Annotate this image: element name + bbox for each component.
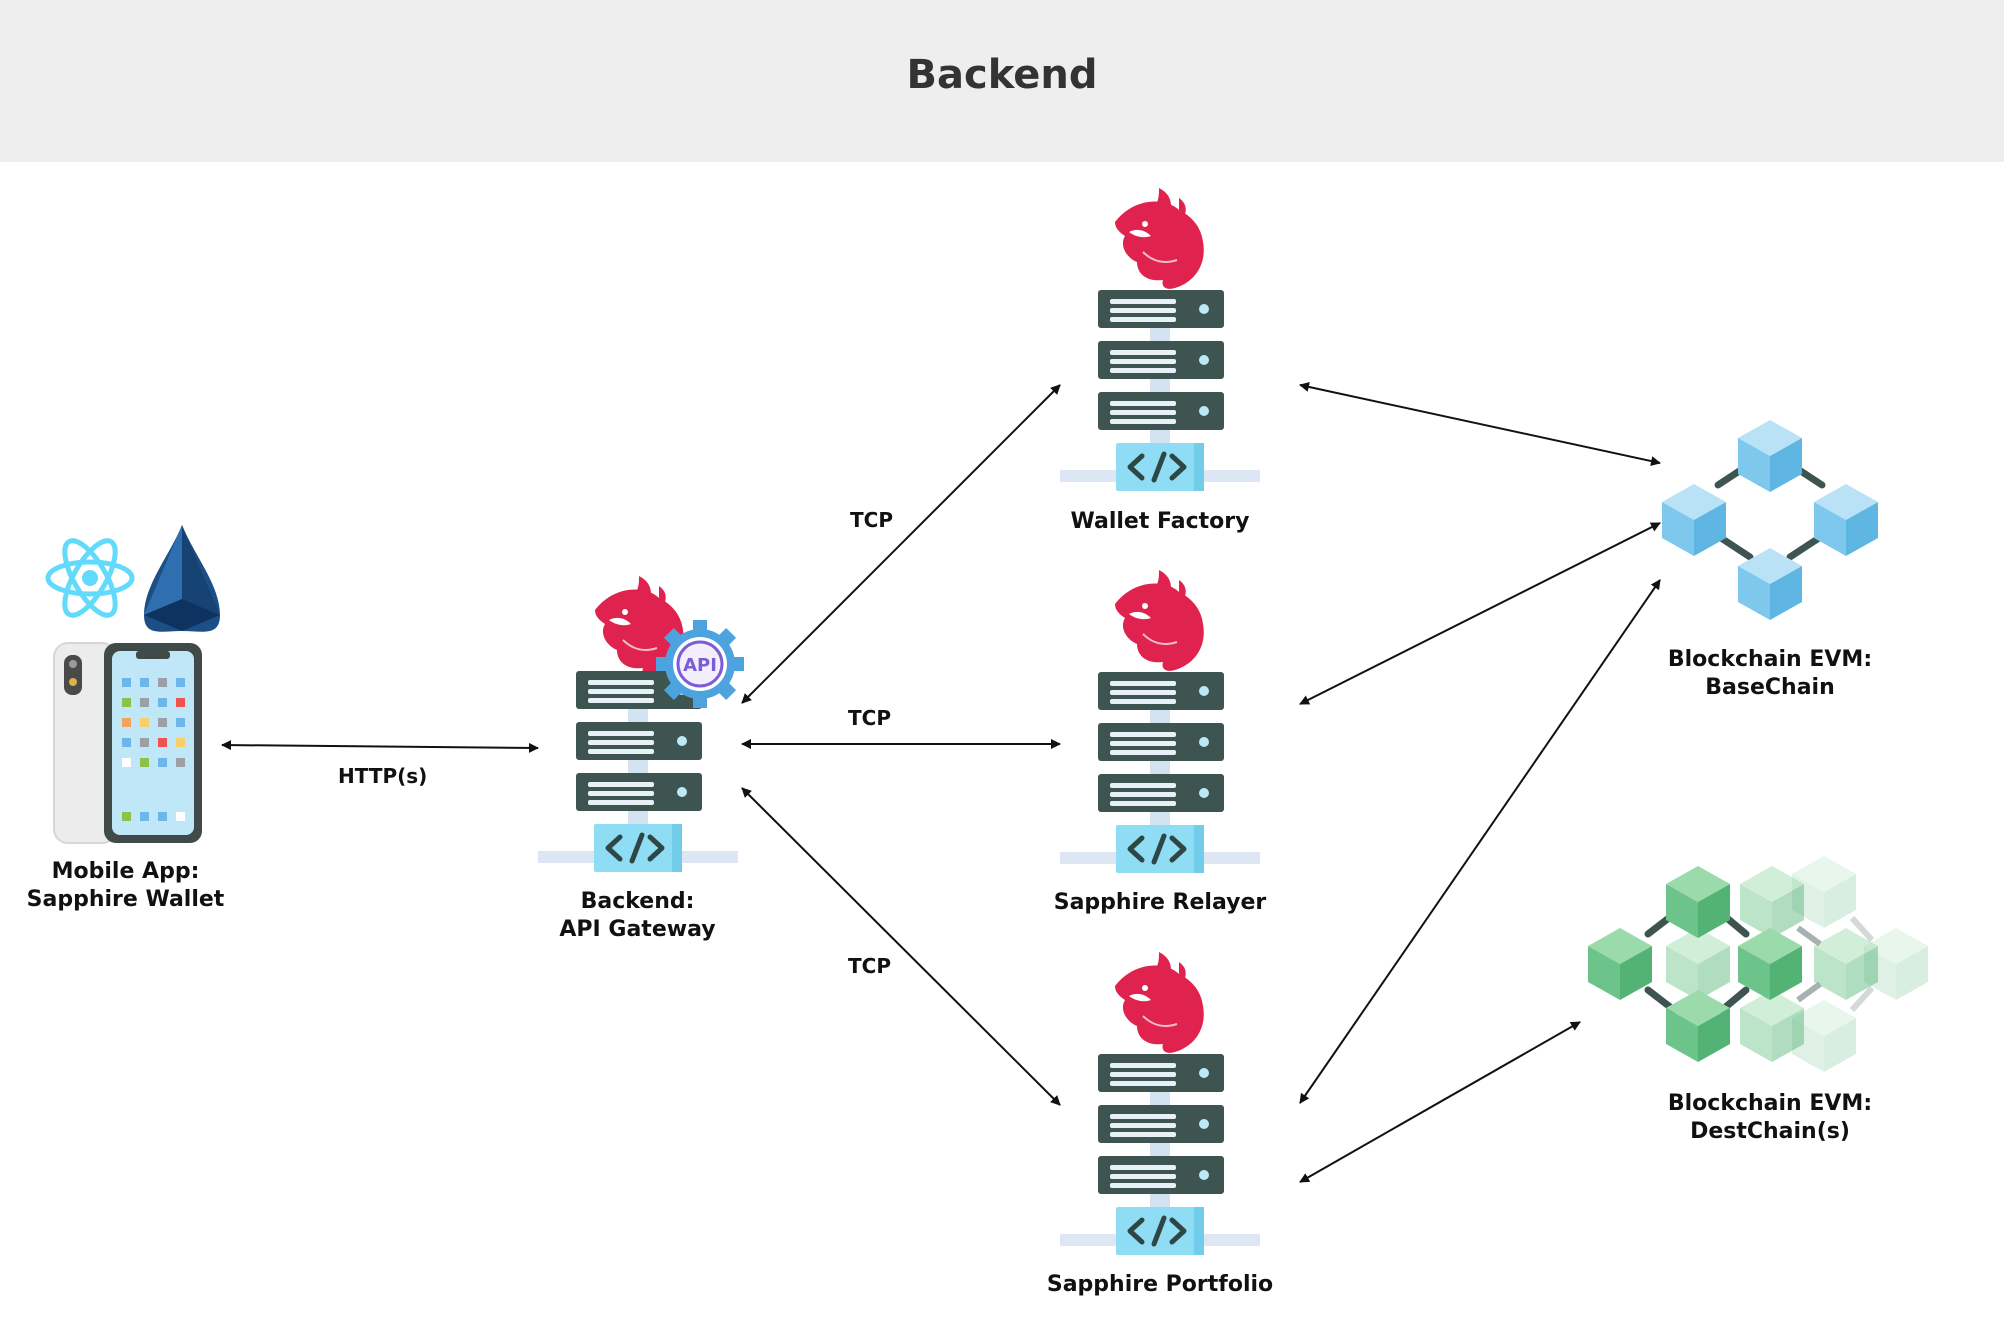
api-gateway-label-line2: API Gateway: [559, 917, 716, 942]
mobile-app-label: Mobile App: Sapphire Wallet: [18, 858, 233, 914]
basechain-label-line2: BaseChain: [1705, 675, 1835, 700]
server-icon: [1060, 290, 1260, 491]
wallet-factory-node: [1060, 187, 1260, 491]
edge-portfolio-destchain: [1299, 1021, 1581, 1183]
edge-label-tcp-portfolio: TCP: [848, 954, 891, 978]
sapphire-portfolio-node: [1060, 951, 1260, 1255]
api-gateway-node: API: [538, 575, 744, 872]
mobile-app-label-line1: Mobile App:: [51, 859, 200, 884]
header-bar: Backend: [0, 0, 2004, 162]
server-icon: [1060, 672, 1260, 873]
api-gear-icon: API: [656, 620, 744, 708]
basechain-label: Blockchain EVM: BaseChain: [1650, 646, 1890, 702]
sapphire-relayer-node: [1060, 569, 1260, 873]
sapphire-relayer-label: Sapphire Relayer: [1030, 889, 1290, 917]
wallet-factory-label: Wallet Factory: [1040, 508, 1280, 536]
server-icon: [538, 671, 738, 872]
basechain-label-line1: Blockchain EVM:: [1667, 647, 1873, 672]
server-icon: [1060, 1054, 1260, 1255]
nestjs-logo-icon: [1114, 951, 1205, 1054]
wallet-factory-label-line1: Wallet Factory: [1070, 509, 1250, 534]
destchain-blockchain-node: [1588, 856, 1928, 1072]
droplet-logo-icon: [144, 525, 220, 632]
api-badge-text: API: [683, 655, 717, 676]
edge-label-http: HTTP(s): [338, 764, 428, 788]
destchain-label-line1: Blockchain EVM:: [1667, 1091, 1873, 1116]
destchain-label-line2: DestChain(s): [1690, 1119, 1850, 1144]
edges: [221, 382, 1661, 1183]
smartphone-icon: [53, 642, 202, 844]
sapphire-portfolio-label: Sapphire Portfolio: [1030, 1271, 1290, 1299]
edge-label-tcp-relayer: TCP: [848, 706, 891, 730]
blockchain-cubes-icon: [1588, 856, 1928, 1072]
sapphire-relayer-label-line1: Sapphire Relayer: [1053, 890, 1267, 915]
edge-portfolio-basechain: [1299, 579, 1661, 1104]
sapphire-portfolio-label-line1: Sapphire Portfolio: [1046, 1272, 1274, 1297]
api-gateway-label: Backend: API Gateway: [530, 888, 745, 944]
edge-label-tcp-wallet-factory: TCP: [850, 508, 893, 532]
edge-gateway-portfolio: [741, 787, 1061, 1106]
edge-gateway-wallet-factory: [741, 384, 1061, 704]
edge-mobile-gateway: [221, 740, 539, 753]
mobile-app-label-line2: Sapphire Wallet: [26, 887, 225, 912]
edge-relayer-basechain: [1299, 522, 1661, 705]
destchain-label: Blockchain EVM: DestChain(s): [1650, 1090, 1890, 1146]
nestjs-logo-icon: [1114, 569, 1205, 672]
edge-wallet-factory-basechain: [1299, 382, 1661, 466]
mobile-app-node: [45, 525, 220, 844]
page-title: Backend: [906, 52, 1098, 98]
api-gateway-label-line1: Backend:: [580, 889, 695, 914]
nestjs-logo-icon: [1114, 187, 1205, 290]
blockchain-cubes-icon: [1662, 420, 1878, 620]
basechain-blockchain-node: [1662, 420, 1878, 620]
react-logo-icon: [45, 538, 135, 618]
